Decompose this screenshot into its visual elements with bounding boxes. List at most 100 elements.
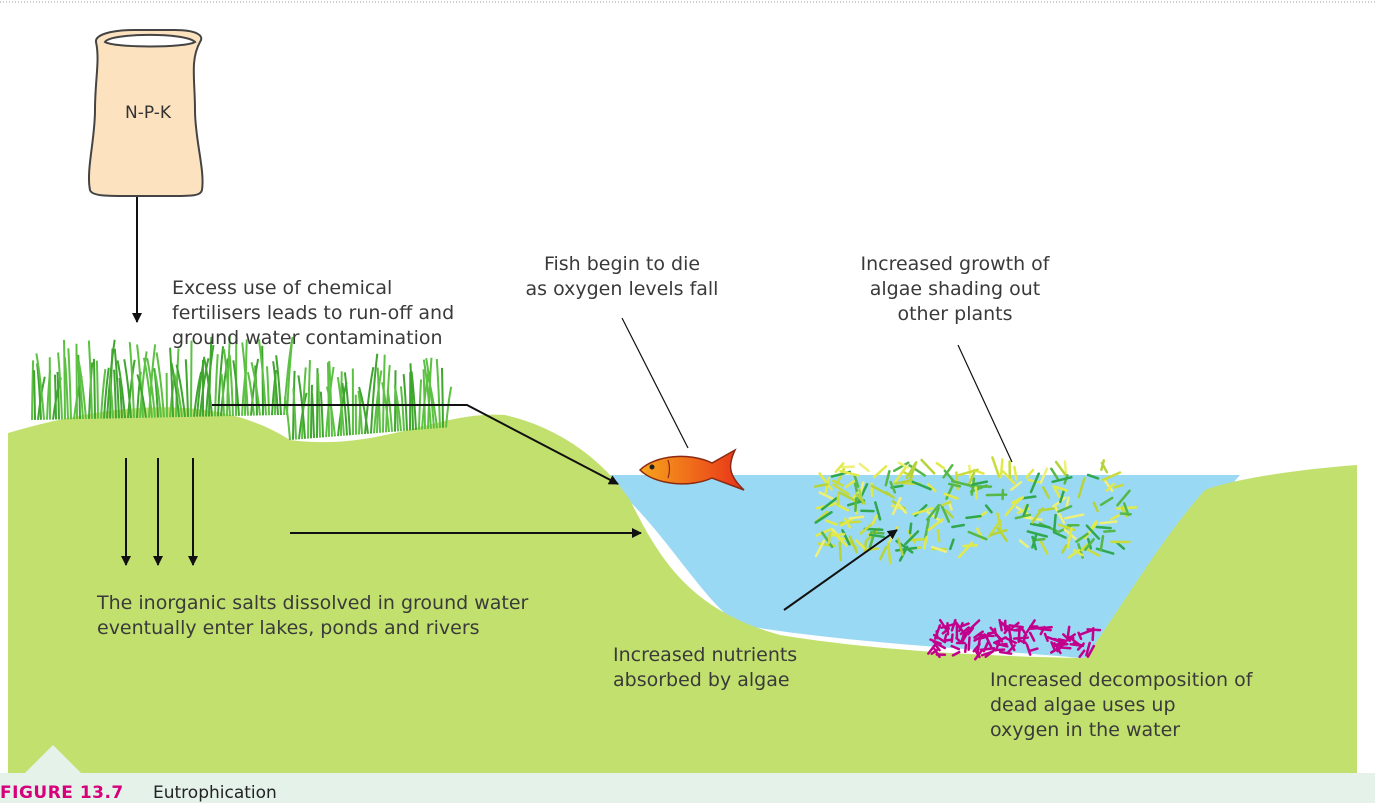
algae-fragment xyxy=(815,527,833,537)
algae-fragment xyxy=(889,480,897,494)
algae-fragment xyxy=(944,509,954,519)
figure-number: FIGURE 13.7 xyxy=(0,783,124,803)
dead-algae-fragment xyxy=(1025,619,1036,634)
algae-fragment xyxy=(838,491,855,502)
grass-blade xyxy=(409,363,414,431)
algae-fragment xyxy=(894,478,913,485)
grass-blade xyxy=(31,360,35,421)
grass-blade xyxy=(226,336,231,417)
algae-fragment xyxy=(844,480,856,489)
grass-blade xyxy=(214,354,219,417)
grass-blade xyxy=(53,374,57,420)
grass-blade xyxy=(116,360,126,419)
algae-fragment xyxy=(1101,471,1122,482)
nutrients-label: Increased nutrients absorbed by algae xyxy=(613,644,798,691)
grass-blade xyxy=(286,336,294,415)
grass-blade xyxy=(169,347,174,418)
grass-blade xyxy=(170,362,180,418)
dead-algae-fragment xyxy=(1039,627,1052,632)
algae-fragment xyxy=(1100,461,1109,474)
algae-fragment xyxy=(1039,467,1049,484)
algae-fragment xyxy=(1105,482,1115,492)
algae-fragment xyxy=(855,539,868,552)
grass-blade xyxy=(325,386,336,437)
grass-blade xyxy=(67,348,72,420)
grass-blade xyxy=(386,389,393,432)
algae-fragment xyxy=(872,465,888,479)
grass-blade xyxy=(435,358,441,429)
algae-fragment xyxy=(1084,547,1101,557)
grass-blade xyxy=(127,359,136,419)
grass-blade xyxy=(103,367,110,419)
algae-fragment xyxy=(813,483,829,488)
algae-fragment xyxy=(924,518,930,539)
algae-fragment xyxy=(853,474,860,488)
algae-fragment xyxy=(887,542,892,565)
algae-fragment xyxy=(891,496,902,516)
grass-blade xyxy=(63,357,69,420)
algae-fragment xyxy=(940,503,951,523)
grass-blade xyxy=(175,364,186,418)
algae-fragment xyxy=(974,486,978,500)
lake-water xyxy=(600,475,1240,658)
arrow-runoff-to-lake xyxy=(212,404,619,485)
algae-fragment xyxy=(1050,467,1059,480)
dead-algae-fragment xyxy=(960,629,970,644)
grass-blade xyxy=(35,353,45,420)
dead-algae-fragment xyxy=(1007,627,1013,641)
algae-fragment xyxy=(1099,534,1105,552)
algae-fragment xyxy=(951,523,966,529)
dead-algae-fragment xyxy=(1078,649,1086,659)
grass-blade xyxy=(301,367,307,440)
algae-fragment xyxy=(1052,485,1061,498)
grass-blade xyxy=(146,357,156,418)
algae-fragment xyxy=(824,519,838,526)
fish-label: Fish begin to die as oxygen levels fall xyxy=(525,253,719,300)
algae-growth-label: Increased growth of algae shading out ot… xyxy=(860,253,1050,325)
dead-algae-fragment xyxy=(955,636,963,644)
algae-fragment xyxy=(1029,522,1051,529)
dead-algae-fragment xyxy=(1085,641,1091,657)
dead-algae-fragment xyxy=(950,633,954,644)
grass-blade xyxy=(311,393,315,439)
grass-blade xyxy=(100,369,107,419)
algae-fragment xyxy=(1067,549,1081,559)
grass-blade xyxy=(410,371,417,430)
figure-title: Eutrophication xyxy=(153,783,277,803)
pointer-fish xyxy=(621,317,689,449)
grass-blade xyxy=(257,339,267,416)
algae-fragment xyxy=(1086,473,1100,480)
dead-algae-fragment xyxy=(1059,646,1072,650)
grass-blade xyxy=(36,363,42,420)
algae-fragment xyxy=(996,527,1008,542)
grass-blade xyxy=(57,352,63,420)
algae-fragment xyxy=(936,529,941,543)
grass-blade xyxy=(343,372,351,436)
algae-fragment xyxy=(911,480,932,491)
algae-fragment xyxy=(1039,539,1049,556)
grass-blade xyxy=(203,358,213,417)
algae-fragment xyxy=(1061,544,1068,554)
grass-blade xyxy=(376,367,381,433)
algae-fragment xyxy=(1052,531,1067,539)
algae-fragment xyxy=(1052,513,1057,534)
decomposition-label: Increased decomposition of dead algae us… xyxy=(990,669,1253,741)
dead-algae-fragment xyxy=(1076,642,1085,651)
algae-fragment xyxy=(874,501,882,521)
algae-fragment xyxy=(896,537,904,556)
algae-fragment xyxy=(892,461,910,473)
algae-fragment xyxy=(1080,542,1090,552)
algae-fragment xyxy=(1065,496,1070,509)
algae-fragment xyxy=(838,541,843,562)
algae-fragment xyxy=(814,539,826,558)
dead-algae-fragment xyxy=(982,640,990,653)
dead-algae-fragment xyxy=(1066,625,1071,639)
grass-blade xyxy=(136,344,144,418)
grass-blade xyxy=(87,340,93,419)
grass-blade xyxy=(75,343,78,420)
algae-fragment xyxy=(1085,524,1101,540)
grass-blade xyxy=(427,376,438,429)
algae-fragment xyxy=(895,546,918,552)
algae-fragment xyxy=(1110,514,1121,521)
algae-fragment xyxy=(912,507,934,516)
